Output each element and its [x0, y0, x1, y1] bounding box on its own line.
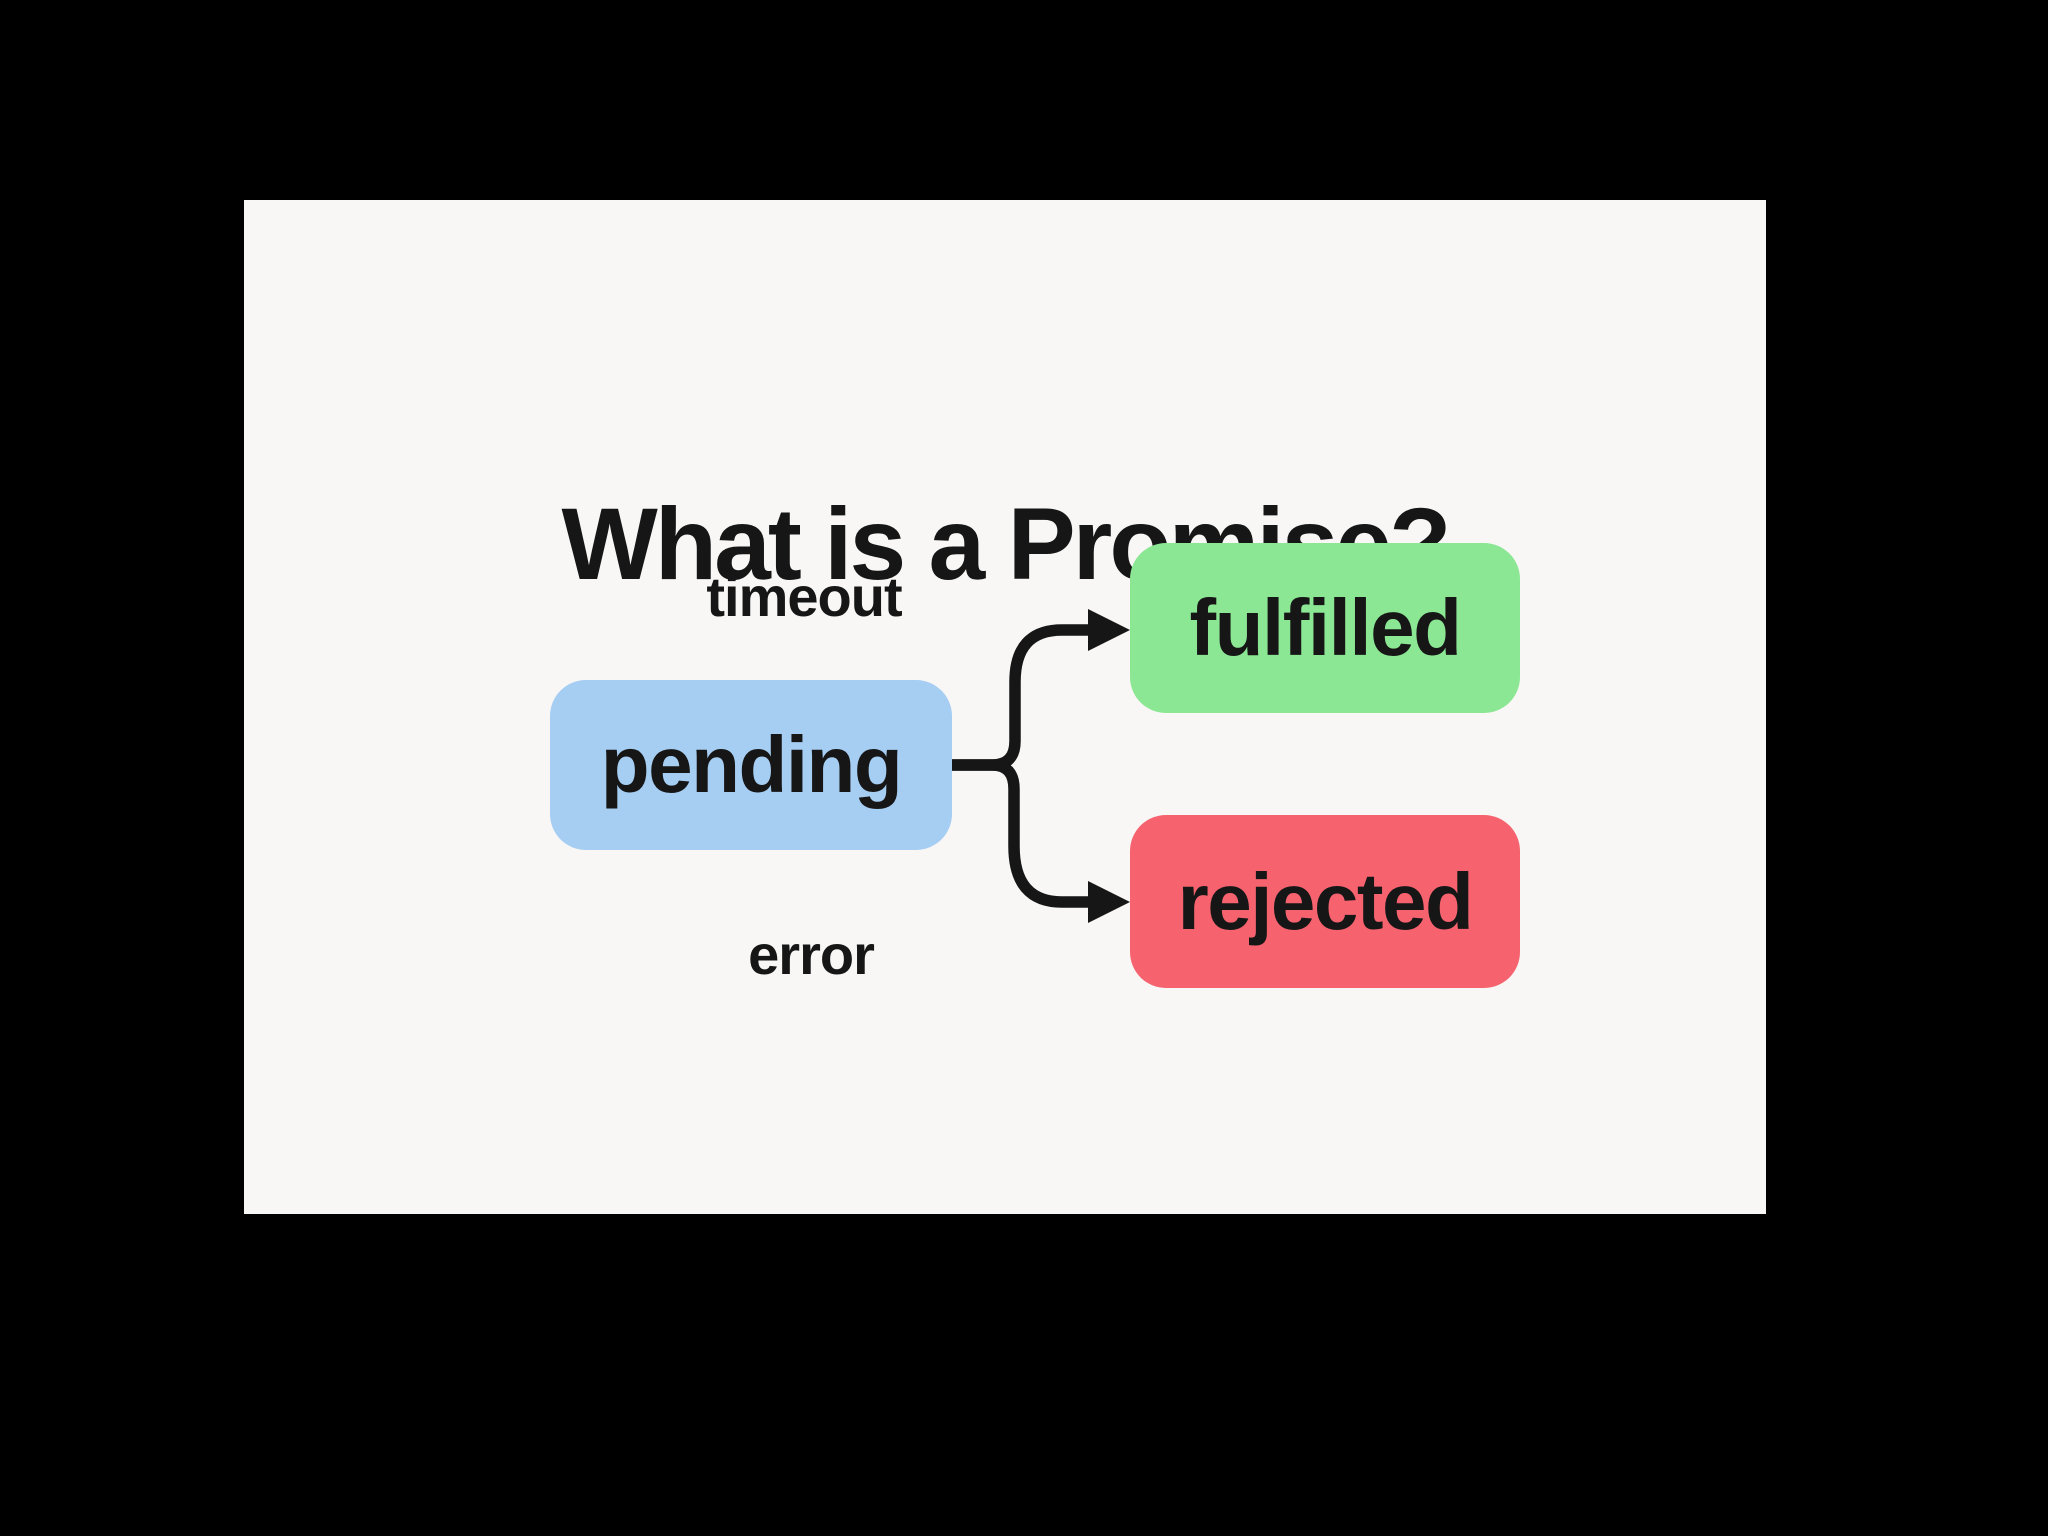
- state-rejected: rejected: [1130, 815, 1520, 988]
- transition-label-timeout: timeout: [706, 565, 902, 628]
- arrow-line-to-rejected: [942, 759, 1096, 908]
- arrowhead-rejected-icon: [1088, 881, 1130, 923]
- arrow-line-to-fulfilled: [942, 624, 1096, 771]
- slide-card: What is a Promise? pending fulfilled rej…: [244, 200, 1766, 1214]
- state-pending: pending: [550, 680, 952, 850]
- arrowhead-fulfilled-icon: [1088, 609, 1130, 651]
- transition-label-error: error: [748, 923, 875, 986]
- state-fulfilled: fulfilled: [1130, 543, 1520, 713]
- fork-connector: [942, 609, 1130, 923]
- slide-title: What is a Promise?: [561, 487, 1452, 601]
